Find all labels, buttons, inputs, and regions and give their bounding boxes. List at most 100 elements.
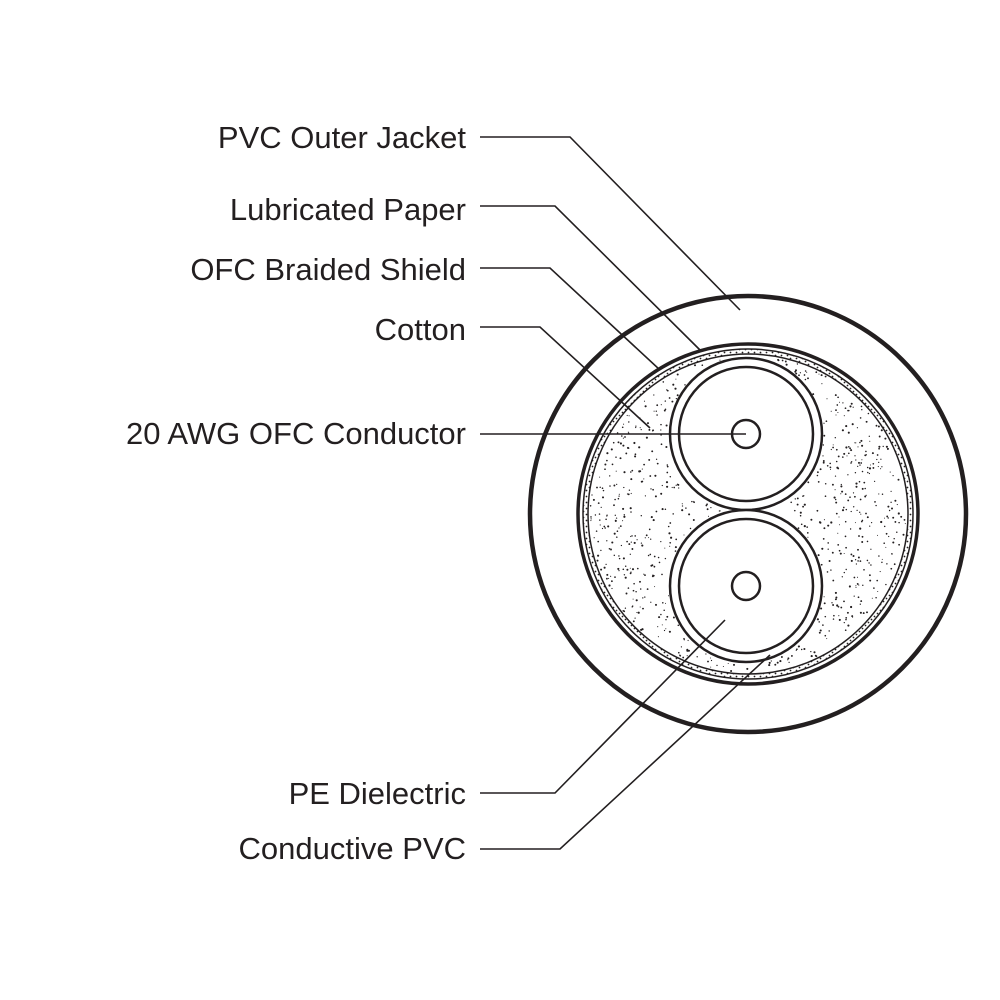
- cotton-speckle: [840, 606, 843, 609]
- cotton-speckle: [796, 497, 799, 500]
- cotton-speckle: [838, 401, 841, 403]
- cotton-speckle: [671, 400, 674, 403]
- cotton-speckle: [804, 370, 807, 372]
- cotton-speckle: [820, 607, 823, 610]
- cotton-speckle: [608, 577, 610, 579]
- cotton-speckle: [844, 520, 847, 523]
- cotton-speckle: [876, 579, 879, 582]
- cotton-speckle: [869, 440, 871, 442]
- cotton-speckle: [660, 429, 662, 431]
- cotton-speckle: [652, 488, 654, 491]
- cotton-speckle: [654, 495, 657, 498]
- cotton-speckle: [867, 412, 870, 415]
- cotton-speckle: [630, 571, 632, 573]
- cotton-speckle: [822, 444, 824, 446]
- cotton-speckle: [835, 460, 838, 463]
- cotton-speckle: [853, 595, 855, 597]
- cotton-speckle: [676, 373, 679, 376]
- bottom-wire-conductor: [730, 570, 762, 602]
- cotton-speckle: [664, 547, 666, 549]
- cotton-speckle: [710, 506, 712, 509]
- cotton-speckle: [666, 465, 669, 468]
- cotton-speckle: [635, 599, 638, 602]
- cotton-speckle: [840, 493, 842, 495]
- cotton-speckle: [670, 536, 673, 539]
- cotton-speckle: [875, 597, 877, 599]
- cotton-speckle: [603, 566, 606, 569]
- cotton-speckle: [622, 520, 624, 522]
- cotton-speckle: [835, 448, 838, 451]
- cotton-speckle: [795, 372, 798, 375]
- cotton-speckle: [823, 434, 826, 437]
- cotton-speckle: [686, 648, 689, 651]
- cotton-speckle: [882, 445, 884, 448]
- cotton-speckle: [886, 447, 889, 450]
- cotton-speckle: [647, 422, 649, 425]
- cotton-speckle: [668, 630, 671, 633]
- cotton-speckle: [872, 466, 875, 469]
- cotton-speckle: [650, 538, 652, 540]
- cotton-speckle: [840, 483, 842, 486]
- cotton-speckle: [642, 607, 644, 610]
- cotton-speckle: [658, 616, 661, 619]
- cotton-speckle: [881, 558, 883, 560]
- cotton-speckle: [817, 554, 820, 557]
- cotton-speckle: [837, 532, 839, 534]
- cotton-speckle: [665, 481, 669, 484]
- cotton-speckle: [612, 441, 615, 444]
- cotton-speckle: [644, 574, 646, 576]
- cotton-speckle: [599, 524, 601, 526]
- cotton-speckle: [856, 582, 859, 585]
- cotton-speckle: [666, 389, 669, 392]
- cotton-speckle: [696, 656, 698, 658]
- cotton-speckle: [851, 423, 854, 426]
- cotton-speckle: [806, 532, 809, 534]
- cotton-speckle: [676, 483, 679, 485]
- cotton-speckle: [650, 601, 652, 603]
- cotton-speckle: [834, 475, 837, 477]
- cotton-speckle: [860, 405, 863, 408]
- cotton-speckle: [855, 586, 857, 589]
- cotton-speckle: [781, 359, 784, 362]
- cotton-speckle: [883, 517, 886, 519]
- cotton-speckle: [590, 518, 592, 520]
- cotton-speckle: [631, 548, 634, 550]
- cotton-speckle: [730, 669, 733, 673]
- cotton-speckle: [878, 555, 880, 557]
- cotton-speckle: [794, 509, 796, 512]
- cotton-speckle: [868, 472, 871, 475]
- cotton-speckle: [653, 574, 655, 577]
- cotton-speckle: [868, 574, 871, 577]
- cotton-speckle: [627, 587, 630, 589]
- cotton-speckle: [674, 550, 677, 552]
- cotton-speckle: [617, 497, 620, 500]
- cotton-speckle: [822, 538, 825, 540]
- cotton-speckle: [637, 567, 639, 570]
- cotton-speckle: [665, 628, 667, 630]
- cotton-speckle: [606, 540, 608, 542]
- cotton-speckle: [865, 450, 867, 453]
- cotton-speckle: [834, 437, 836, 439]
- cotton-speckle: [885, 445, 888, 448]
- cotton-speckle: [648, 458, 651, 461]
- cotton-speckle: [827, 548, 829, 550]
- cotton-speckle: [626, 540, 628, 543]
- cotton-speckle: [855, 563, 858, 565]
- cotton-speckle: [683, 637, 685, 640]
- cotton-speckle: [850, 510, 852, 513]
- cotton-speckle: [662, 602, 664, 604]
- cotton-speckle: [821, 547, 824, 550]
- cotton-speckle: [624, 607, 627, 609]
- cotton-speckle: [664, 408, 667, 411]
- cotton-speckle: [653, 394, 655, 396]
- cotton-speckle: [837, 605, 840, 608]
- cotton-speckle: [674, 387, 677, 390]
- cotton-speckle: [845, 568, 847, 571]
- cotton-speckle: [589, 505, 592, 507]
- cotton-speckle: [693, 501, 695, 504]
- cotton-speckle: [646, 588, 649, 590]
- cotton-speckle: [606, 573, 609, 576]
- cotton-speckle: [872, 462, 875, 465]
- cotton-speckle: [796, 503, 799, 506]
- cotton-speckle: [833, 496, 836, 499]
